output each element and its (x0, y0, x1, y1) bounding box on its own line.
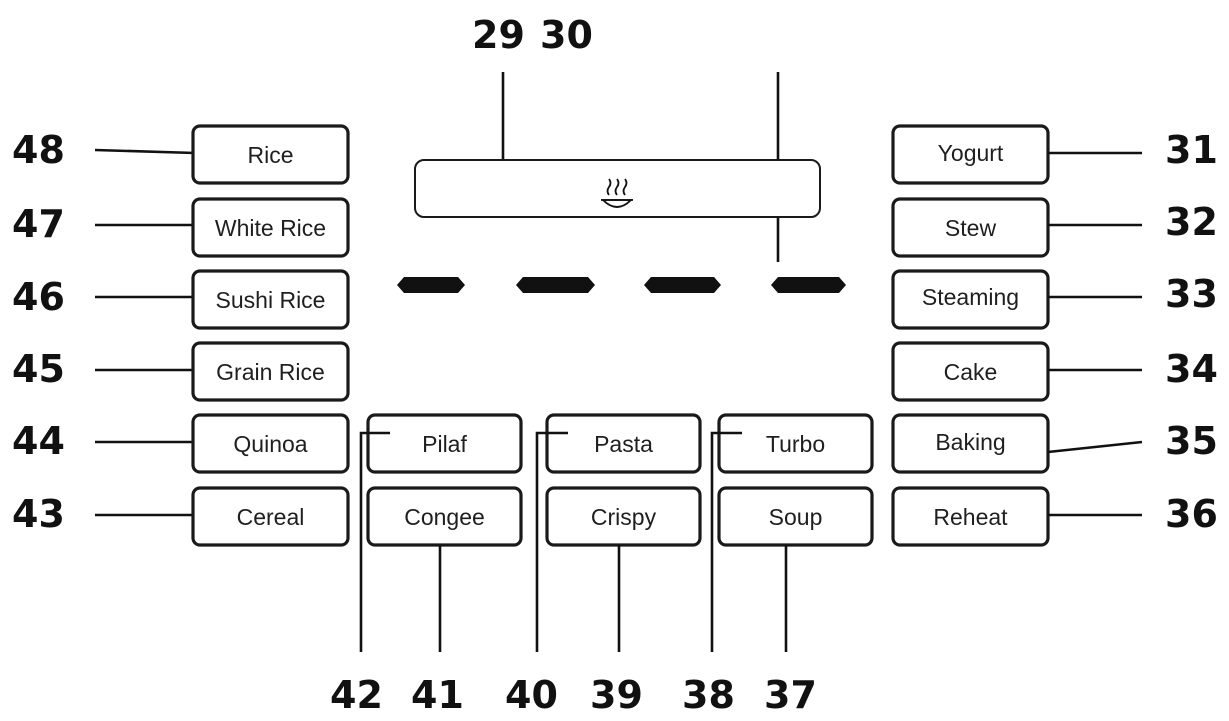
callout-30: 30 (540, 13, 593, 57)
callout-41: 41 (411, 673, 464, 717)
callout-35: 35 (1165, 419, 1218, 463)
congee-button[interactable]: Congee (366, 486, 523, 547)
leader-35 (1047, 440, 1143, 454)
leader-38 (710, 431, 742, 652)
stew-button-label: Stew (945, 215, 997, 241)
callout-32: 32 (1165, 200, 1218, 244)
sushi-rice-button-label: Sushi Rice (216, 287, 326, 313)
congee-button-label: Congee (404, 504, 485, 530)
callout-36: 36 (1165, 492, 1218, 536)
pilaf-button[interactable]: Pilaf (366, 413, 523, 474)
quinoa-button[interactable]: Quinoa (191, 413, 350, 474)
reheat-button[interactable]: Reheat (891, 486, 1050, 547)
pilaf-button-label: Pilaf (422, 431, 467, 457)
soup-button[interactable]: Soup (717, 486, 874, 547)
display-digit-2 (516, 277, 595, 293)
callout-34: 34 (1165, 347, 1218, 391)
yogurt-button[interactable]: Yogurt (891, 124, 1050, 185)
callout-42: 42 (330, 673, 383, 717)
yogurt-button-label: Yogurt (938, 140, 1004, 166)
callout-40: 40 (505, 673, 558, 717)
soup-button-label: Soup (769, 504, 823, 530)
crispy-button[interactable]: Crispy (545, 486, 702, 547)
callout-46: 46 (12, 275, 65, 319)
rice-button[interactable]: Rice (191, 124, 350, 185)
baking-button-label: Baking (935, 429, 1005, 455)
callout-44: 44 (12, 419, 65, 463)
white-rice-button[interactable]: White Rice (191, 197, 350, 258)
steaming-button[interactable]: Steaming (891, 269, 1050, 330)
display-digit-4 (771, 277, 846, 293)
steaming-button-label: Steaming (922, 284, 1019, 310)
turbo-button[interactable]: Turbo (717, 413, 874, 474)
display-digit-3 (644, 277, 721, 293)
sushi-rice-button[interactable]: Sushi Rice (191, 269, 350, 330)
display-digit-1 (397, 277, 465, 293)
baking-button[interactable]: Baking (891, 413, 1050, 474)
callout-39: 39 (590, 673, 643, 717)
turbo-button-label: Turbo (766, 431, 825, 457)
callout-31: 31 (1165, 128, 1218, 172)
cereal-button[interactable]: Cereal (191, 486, 350, 547)
rice-button-label: Rice (247, 142, 293, 168)
pasta-button-label: Pasta (594, 431, 653, 457)
leader-42 (359, 431, 390, 652)
display-window (414, 159, 821, 218)
callout-43: 43 (12, 492, 65, 536)
cake-button-label: Cake (944, 359, 998, 385)
pasta-button[interactable]: Pasta (545, 413, 702, 474)
callout-45: 45 (12, 347, 65, 391)
quinoa-button-label: Quinoa (233, 431, 307, 457)
reheat-button-label: Reheat (933, 504, 1008, 530)
callout-38: 38 (682, 673, 735, 717)
leader-40 (535, 431, 568, 652)
grain-rice-button-label: Grain Rice (216, 359, 325, 385)
grain-rice-button[interactable]: Grain Rice (191, 341, 350, 402)
steaming-bowl-icon (600, 178, 634, 208)
stew-button[interactable]: Stew (891, 197, 1050, 258)
cake-button[interactable]: Cake (891, 341, 1050, 402)
callout-29: 29 (472, 13, 525, 57)
cereal-button-label: Cereal (237, 504, 305, 530)
callout-47: 47 (12, 202, 65, 246)
leader-48 (94, 148, 196, 155)
crispy-button-label: Crispy (591, 504, 657, 530)
callout-33: 33 (1165, 272, 1218, 316)
white-rice-button-label: White Rice (215, 215, 326, 241)
callout-48: 48 (12, 128, 65, 172)
callout-37: 37 (764, 673, 817, 717)
